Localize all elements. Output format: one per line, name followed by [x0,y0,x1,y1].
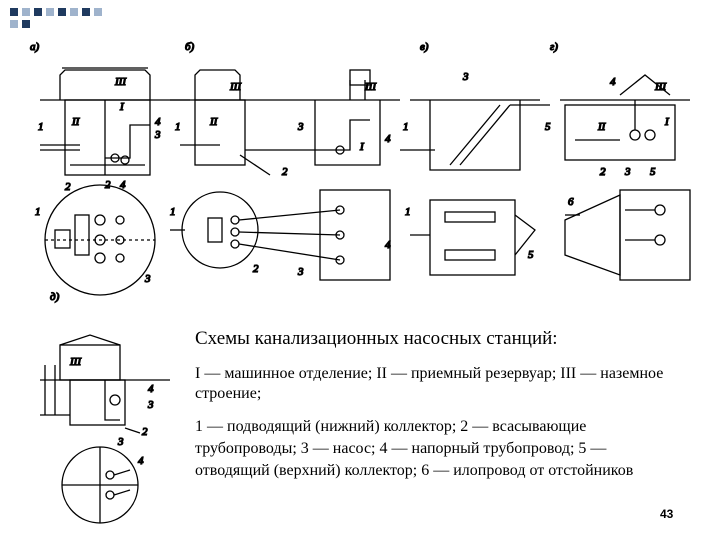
svg-text:3: 3 [624,166,631,178]
pump-station-schemes: а) III II I 1 4 3 2 1 2 4 3 д) [29,40,691,304]
svg-text:5: 5 [545,121,551,133]
scheme-a: а) III II I 1 4 3 2 1 2 4 3 д) [29,40,190,304]
svg-text:3: 3 [297,266,304,278]
svg-text:6: 6 [568,196,574,208]
svg-text:3: 3 [117,436,124,448]
svg-text:3: 3 [462,71,469,83]
legend-items: 1 — подводящий (нижний) коллектор; 2 — в… [195,418,634,479]
svg-text:III: III [114,76,127,88]
svg-text:2: 2 [253,263,259,275]
svg-text:4: 4 [138,455,144,467]
svg-text:III: III [364,81,377,93]
svg-text:2: 2 [142,426,148,438]
scheme-g: г) 4 III II I 2 3 5 6 2 [549,40,691,281]
svg-text:4: 4 [385,133,391,145]
svg-text:а): а) [30,41,40,53]
svg-text:2: 2 [282,166,288,178]
svg-text:III: III [654,81,667,93]
svg-text:3: 3 [144,273,151,285]
svg-text:4: 4 [155,116,161,128]
svg-text:в): в) [420,41,429,53]
svg-text:д): д) [50,291,60,303]
svg-text:4: 4 [120,179,126,191]
svg-text:3: 3 [154,129,161,141]
svg-text:1: 1 [35,206,41,218]
svg-text:III: III [229,81,242,93]
scheme-v: в) 3 1 5 1 5 [400,40,552,276]
svg-text:б): б) [185,41,195,53]
svg-text:II: II [71,116,81,128]
svg-text:5: 5 [528,249,534,261]
svg-text:2: 2 [65,181,71,193]
svg-text:I: I [359,141,365,153]
svg-text:2: 2 [600,166,606,178]
svg-text:1: 1 [175,121,181,133]
svg-text:I: I [664,116,670,128]
svg-text:5: 5 [650,166,656,178]
svg-text:1: 1 [38,121,44,133]
svg-text:4: 4 [610,76,616,88]
svg-text:1: 1 [403,121,409,133]
svg-text:г): г) [550,41,558,53]
svg-text:2: 2 [600,166,606,178]
legend-sections: I — машинное отделение; II — приемный ре… [195,365,664,402]
svg-text:3: 3 [147,399,154,411]
caption-block: Схемы канализационных насосных станций: … [195,328,685,482]
svg-text:II: II [597,121,607,133]
corner-decoration [0,0,110,40]
svg-text:III: III [69,356,82,368]
scheme-d-diagram: III 4 3 2 3 4 [40,334,170,524]
svg-text:1: 1 [405,206,411,218]
page-number: 43 [660,507,674,521]
svg-text:I: I [119,101,125,113]
svg-text:4: 4 [148,383,154,395]
svg-text:4: 4 [385,239,391,251]
scheme-b: б) III II 1 3 2 I III 4 1 2 3 4 [169,40,400,281]
svg-text:3: 3 [297,121,304,133]
svg-text:1: 1 [170,206,176,218]
svg-text:II: II [209,116,219,128]
slide-title: Схемы канализационных насосных станций: [195,328,558,349]
